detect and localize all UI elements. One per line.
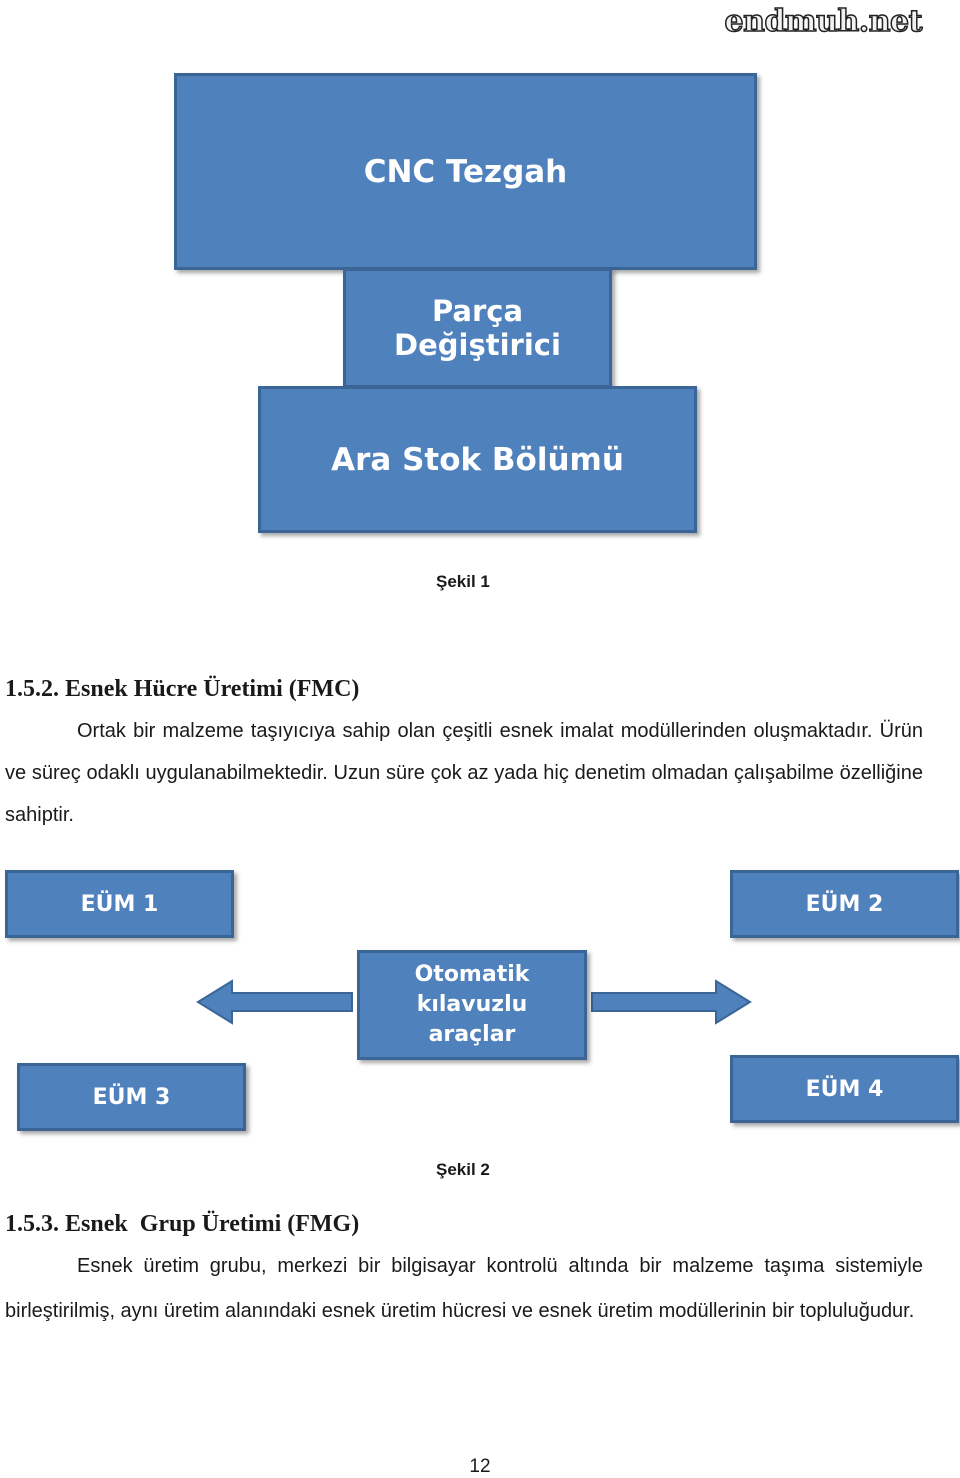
site-logo: endmuh.net [724,3,923,40]
section-fmg-paragraph: Esnek üretim grubu, merkezi bir bilgisay… [5,1255,923,1322]
figure-2-caption: Şekil 2 [436,1160,490,1179]
otomatik-kilavuzlu-araclar-box: Otomatik kılavuzlu araçlar [357,950,587,1060]
right-arrow [591,979,752,1025]
page-number: 12 [469,1456,491,1477]
parca-degistirici-box: Parça Değiştirici [343,268,612,388]
eum-1-box: EÜM 1 [5,870,234,938]
section-heading-fmg: 1.5.3. Esnek Grup Üretimi (FMG) [5,1211,360,1237]
section-heading-fmc: 1.5.2. Esnek Hücre Üretimi (FMC) [5,676,360,702]
section-fmc-paragraph: Ortak bir malzeme taşıyıcıya sahip olan … [5,720,923,826]
figure-1-caption: Şekil 1 [436,572,490,591]
eum-3-box: EÜM 3 [17,1063,246,1131]
cnc-tezgah-box: CNC Tezgah [174,73,757,270]
ara-stok-bolumu-box: Ara Stok Bölümü [258,386,697,533]
left-arrow [196,979,353,1025]
eum-4-box: EÜM 4 [730,1055,959,1123]
eum-2-box: EÜM 2 [730,870,959,938]
